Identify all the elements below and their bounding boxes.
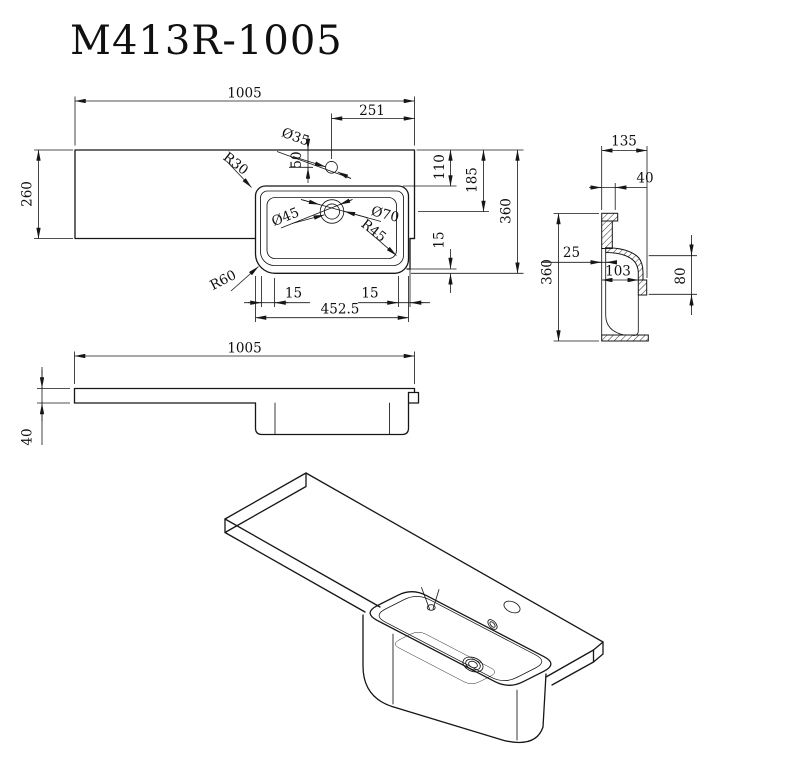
plan-dim-basin-width: 452.5 (321, 302, 360, 318)
iso-slab-top (224, 472, 604, 678)
section-dim-bowl-depth: 103 (605, 264, 631, 280)
iso-bowl-bottom (395, 631, 495, 684)
front-view: 1005 40 (20, 341, 420, 446)
iso-slab-near-top (224, 518, 381, 608)
section-dim-mount-step: 80 (673, 267, 689, 284)
plan-dim-r60: R60 (207, 267, 239, 294)
plan-drain-inner (323, 203, 341, 220)
plan-countertop-outline (74, 149, 416, 270)
iso-bowl-body (362, 614, 547, 744)
iso-overflow-hole-inner (489, 621, 496, 628)
iso-drain-inner (468, 660, 478, 669)
drawing-title: M413R-1005 (70, 18, 343, 64)
plan-dim-overall-width: 1005 (227, 86, 261, 102)
plan-drain-outer (319, 199, 345, 224)
iso-step-edge (551, 661, 595, 686)
section-slab-cut (601, 220, 613, 249)
plan-dim-left-depth: 260 (20, 181, 36, 207)
section-dim-rim-lip: 25 (563, 245, 580, 261)
plan-basin-outer (254, 185, 410, 274)
front-basin-box (254, 391, 410, 436)
plan-dim-hole-to-right: 251 (359, 103, 385, 119)
isometric-view (224, 472, 604, 744)
plan-basin-rim (260, 190, 404, 266)
plan-dim-faucet-dia: Ø35 (279, 125, 311, 150)
iso-back-wedge (421, 587, 440, 610)
iso-drain-outer (462, 656, 484, 673)
plan-bowl-bottom (266, 197, 397, 259)
section-dim-lines (541, 146, 697, 342)
plan-dim-r30: R30 (220, 149, 251, 178)
plan-dim-rim-to-top: 110 (432, 154, 448, 180)
iso-bowl-rim-outer (369, 591, 552, 686)
section-front-apron (601, 334, 649, 342)
front-dim-lines (37, 351, 415, 445)
iso-bowl-rim-inner (378, 595, 543, 682)
front-slab-top (73, 387, 416, 404)
iso-slab-left-end (224, 472, 307, 534)
section-back-upstand (601, 212, 619, 222)
plan-dim-drain-outer: Ø70 (369, 203, 400, 226)
front-dim-overall-width: 1005 (227, 341, 261, 357)
section-mount-step (637, 279, 648, 296)
iso-wedge-arc (426, 604, 436, 611)
plan-dim-ledge: 15 (432, 231, 448, 248)
plan-dim-drain-to-top: 185 (465, 167, 481, 193)
plan-dim-rim-right: 15 (361, 286, 378, 302)
section-bowl-wall (605, 252, 625, 336)
section-bowl-bottom-edge (632, 294, 639, 336)
plan-dim-lines (34, 96, 524, 322)
plan-faucet-hole (325, 160, 338, 174)
front-step (407, 391, 420, 404)
section-view: 135 40 360 25 103 80 (540, 134, 697, 342)
section-dim-overall-height: 135 (611, 134, 637, 150)
plan-dim-total-depth: 360 (499, 198, 515, 224)
iso-slab-right-end (592, 641, 604, 663)
iso-slab-near-bottom (224, 531, 366, 613)
iso-overflow-hole (487, 619, 498, 630)
iso-drain-mid (465, 658, 481, 671)
plan-view: 1005 251 Ø35 50 R30 260 Ø45 Ø70 R45 R60 … (20, 86, 524, 322)
iso-faucet-hole (503, 600, 521, 614)
front-dim-slab-thickness: 40 (20, 428, 36, 445)
plan-dim-hole-inset: 50 (289, 151, 305, 168)
plan-dim-rim-left: 15 (285, 286, 302, 302)
section-dim-slab-thickness: 40 (636, 171, 653, 187)
section-dim-overall-depth: 360 (540, 259, 556, 285)
